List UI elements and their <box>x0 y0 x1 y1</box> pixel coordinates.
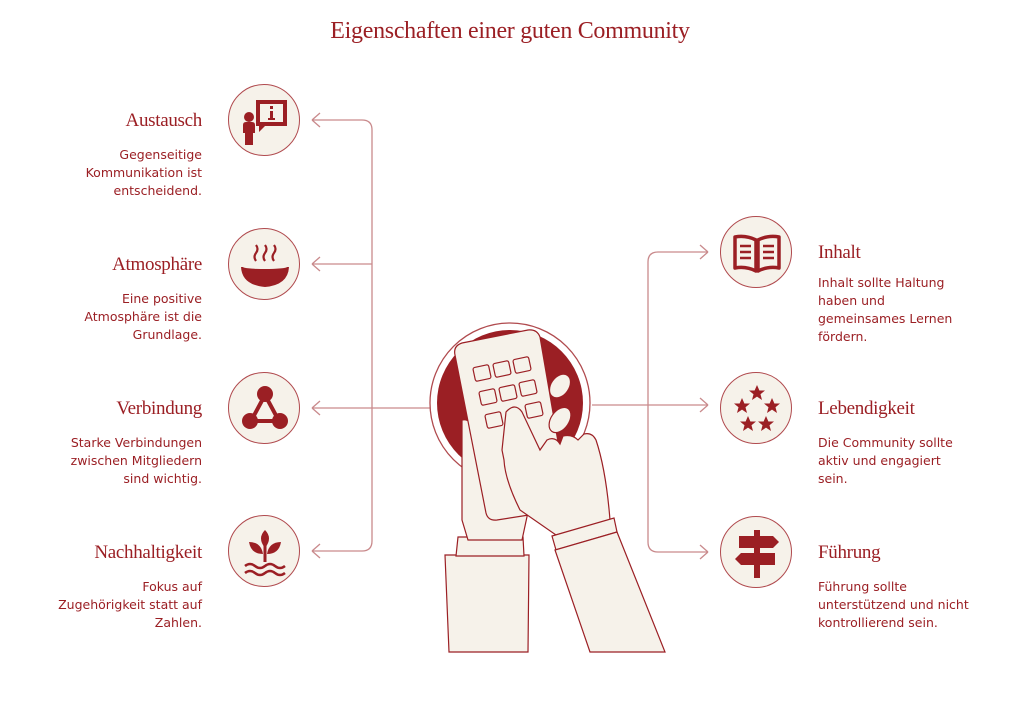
heading-lebendigkeit: Lebendigkeit <box>818 398 915 419</box>
connected-nodes-icon <box>228 372 300 444</box>
heading-verbindung: Verbindung <box>116 398 202 419</box>
signpost-icon <box>720 516 792 588</box>
heading-austausch: Austausch <box>125 110 203 131</box>
person-info-speech-icon <box>228 84 300 156</box>
heading-fuehrung: Führung <box>818 542 881 563</box>
hands-phone-illustration <box>429 322 666 653</box>
steaming-bowl-icon <box>228 228 300 300</box>
page-title: Eigenschaften einer guten Community <box>330 18 690 44</box>
open-book-icon <box>720 216 792 288</box>
plant-water-icon <box>228 515 300 587</box>
heading-nachhaltigkeit: Nachhaltigkeit <box>94 542 202 563</box>
heading-inhalt: Inhalt <box>818 242 861 263</box>
stars-circle-icon <box>720 372 792 444</box>
heading-atmosphaere: Atmosphäre <box>112 254 202 275</box>
